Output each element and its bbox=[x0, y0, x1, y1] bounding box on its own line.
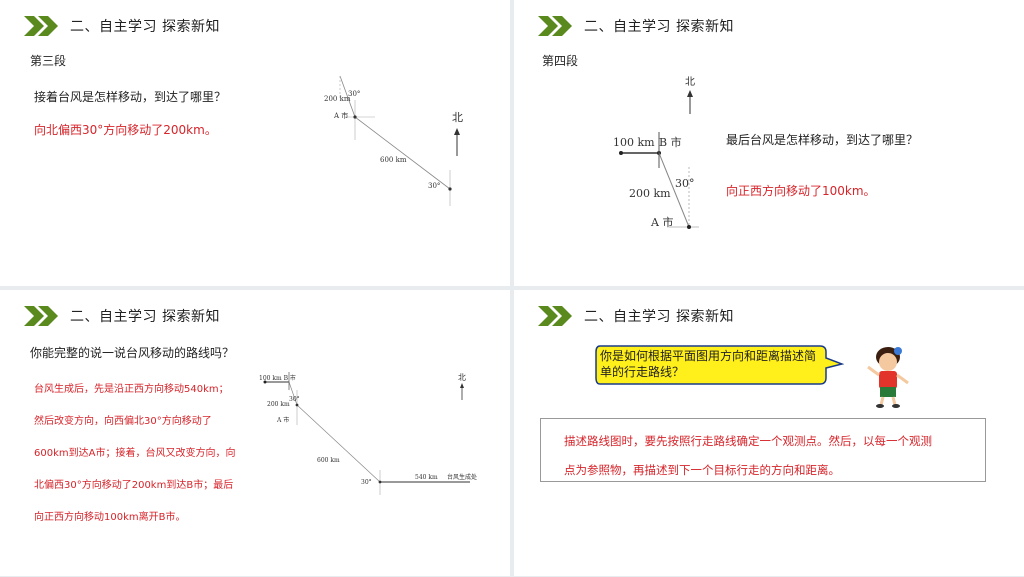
double-chevron-icon bbox=[24, 306, 60, 326]
answer-text: 向北偏西30°方向移动了200km。 bbox=[34, 123, 217, 137]
angle-label: 30° bbox=[675, 177, 695, 190]
slide-header: 二、自主学习 探索新知 bbox=[538, 304, 734, 328]
angle-top-label: 30° bbox=[289, 396, 300, 403]
slide-segment-3: 二、自主学习 探索新知 第三段 接着台风是怎样移动，到达了哪里？ 向北偏西30°… bbox=[0, 0, 510, 286]
angle-bottom-label: 30° bbox=[428, 182, 440, 190]
slide-segment-4: 二、自主学习 探索新知 第四段 最后台风是怎样移动，到达了哪里？ 向正西方向移动… bbox=[514, 0, 1024, 286]
route-line-1: 台风生成后，先是沿正西方向移动540km； bbox=[34, 384, 229, 395]
summary-line-2: 点为参照物，再描述到下一个目标行走的方向和距离。 bbox=[564, 463, 840, 477]
answer-text: 向正西方向移动了100km。 bbox=[726, 184, 876, 198]
slide-header: 二、自主学习 探索新知 bbox=[538, 14, 734, 38]
north-label: 北 bbox=[452, 111, 463, 124]
city-a-label: A 市 bbox=[333, 111, 348, 120]
north-label: 北 bbox=[458, 373, 466, 382]
north-arrow-icon bbox=[687, 90, 693, 97]
dist-600-label: 600 km bbox=[317, 457, 340, 464]
north-label: 北 bbox=[685, 76, 695, 88]
double-chevron-icon bbox=[24, 16, 60, 36]
question-text: 最后台风是怎样移动，到达了哪里？ bbox=[726, 133, 919, 147]
dist-200-label: 200 km bbox=[629, 187, 671, 200]
angle-top-label: 30° bbox=[348, 90, 360, 98]
slide-summary: 二、自主学习 探索新知 你是如何根据平面图用方向和距离描述简单的行走路线？ 描述… bbox=[514, 290, 1024, 576]
angle-bottom-label: 30° bbox=[361, 479, 372, 486]
summary-line-1: 描述路线图时，要先按照行走路线确定一个观测点。然后，以每一个观测 bbox=[564, 434, 932, 448]
header-title: 二、自主学习 探索新知 bbox=[70, 309, 220, 325]
slide-full-route: 二、自主学习 探索新知 你能完整的说一说台风移动的路线吗？ 台风生成后，先是沿正… bbox=[0, 290, 510, 576]
slide-header: 二、自主学习 探索新知 bbox=[24, 14, 220, 38]
double-chevron-icon bbox=[538, 306, 574, 326]
speech-bubble bbox=[595, 345, 844, 385]
route-diagram: 100 km B 市 30° 200 km A 市 600 km 30° 540… bbox=[259, 372, 477, 495]
dist-600-label: 600 km bbox=[380, 156, 407, 164]
question-text: 你能完整的说一说台风移动的路线吗？ bbox=[30, 346, 235, 360]
city-a-label: A 市 bbox=[650, 215, 673, 229]
slide-header: 二、自主学习 探索新知 bbox=[24, 304, 220, 328]
summary-box bbox=[540, 418, 986, 482]
route-line-2: 然后改变方向，向西偏北30°方向移动了 bbox=[34, 416, 212, 427]
city-b-label: B 市 bbox=[659, 135, 682, 149]
girl-cartoon-icon bbox=[867, 347, 909, 408]
route-line-5: 向正西方向移动100km离开B市。 bbox=[34, 512, 186, 523]
dist-540-label: 540 km bbox=[415, 474, 438, 481]
section-label: 第四段 bbox=[542, 54, 579, 68]
route-line-4: 北偏西30°方向移动了200km到达B市；最后 bbox=[34, 480, 234, 491]
route-diagram: 200 km 30° A 市 600 km 30° 北 bbox=[324, 75, 463, 206]
header-title: 二、自主学习 探索新知 bbox=[584, 309, 734, 325]
header-title: 二、自主学习 探索新知 bbox=[70, 19, 220, 35]
double-chevron-icon bbox=[538, 16, 574, 36]
dist-100-label: 100 km bbox=[613, 136, 655, 149]
header-title: 二、自主学习 探索新知 bbox=[584, 19, 734, 35]
route-line-3: 600km到达A市；接着，台风又改变方向，向 bbox=[34, 448, 236, 459]
dist-200-label: 200 km bbox=[267, 401, 290, 408]
dist-100-b-label: 100 km B 市 bbox=[259, 374, 296, 382]
route-diagram: 北 100 km B 市 30° 200 km A 市 bbox=[613, 76, 699, 230]
city-a-label: A 市 bbox=[276, 416, 289, 424]
north-arrow-icon bbox=[454, 128, 460, 135]
question-text: 接着台风是怎样移动，到达了哪里？ bbox=[34, 90, 227, 104]
section-label: 第三段 bbox=[30, 54, 67, 68]
origin-label: 台风生成处 bbox=[447, 473, 477, 481]
callout-text: 你是如何根据平面图用方向和距离描述简单的行走路线？ bbox=[600, 349, 817, 379]
north-arrow-icon bbox=[460, 383, 464, 388]
dist-200-label: 200 km bbox=[324, 95, 351, 103]
